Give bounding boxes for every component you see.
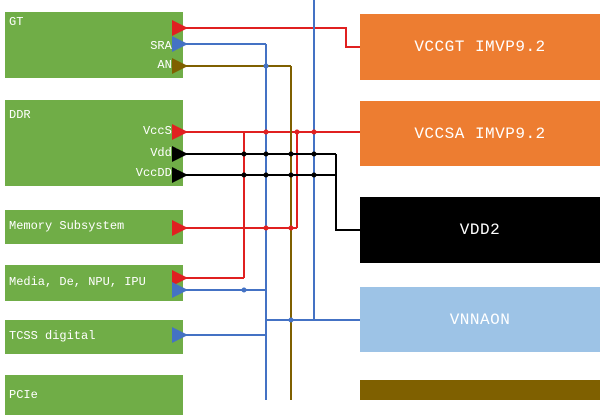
junction-dot bbox=[288, 317, 294, 323]
junction-dot bbox=[241, 287, 247, 293]
wire-vnnaon-tcss bbox=[186, 319, 314, 336]
block-memory-subsystem: Memory Subsystem bbox=[5, 210, 183, 244]
block-gt-title: GT bbox=[9, 15, 24, 29]
rail-vccgt-label: VCCGT IMVP9.2 bbox=[414, 38, 546, 56]
block-ddr: DDR VccSA Vdd2 VccDDq bbox=[5, 100, 183, 186]
wire-vccgt bbox=[172, 20, 360, 48]
rail-vnnaon-label: VNNAON bbox=[449, 310, 511, 329]
junction-dot bbox=[311, 172, 317, 178]
pin-sram-label: SRAM bbox=[150, 39, 179, 53]
rail-vccsa: VCCSA IMVP9.2 bbox=[360, 101, 600, 166]
rail-vccgt: VCCGT IMVP9.2 bbox=[360, 14, 600, 80]
pin-vccddq-label: VccDDq bbox=[135, 166, 179, 180]
junction-dots bbox=[241, 63, 317, 323]
junction-dot bbox=[311, 151, 317, 157]
rail-vnnaon: VNNAON bbox=[360, 287, 600, 352]
block-tcss: TCSS digital bbox=[5, 320, 183, 354]
rail-vccsa-label: VCCSA IMVP9.2 bbox=[414, 124, 546, 143]
block-ddr-title: DDR bbox=[9, 108, 31, 122]
block-memory-title: Memory Subsystem bbox=[9, 219, 125, 233]
pin-vccsa-label: VccSA bbox=[142, 124, 179, 138]
junction-dot bbox=[263, 225, 269, 231]
wiring-diagram bbox=[172, 0, 360, 400]
block-tcss-title: TCSS digital bbox=[9, 329, 96, 343]
block-media: Media, De, NPU, IPU bbox=[5, 265, 183, 301]
junction-dot bbox=[241, 151, 247, 157]
rail-bottom bbox=[360, 380, 600, 400]
junction-dot bbox=[288, 225, 294, 231]
junction-dot bbox=[241, 172, 247, 178]
junction-dot bbox=[263, 129, 269, 135]
junction-dot bbox=[263, 63, 269, 69]
wire-vdd2-trunk bbox=[335, 154, 360, 231]
rail-vdd2: VDD2 bbox=[360, 197, 600, 263]
rail-vdd2-label: VDD2 bbox=[459, 221, 501, 239]
pin-vdd2-label: Vdd2 bbox=[150, 146, 179, 160]
junction-dot bbox=[294, 129, 300, 135]
junction-dot bbox=[311, 129, 317, 135]
junction-dot bbox=[288, 151, 294, 157]
block-pcie-title: PCIe bbox=[9, 388, 38, 402]
block-gt: GT SRAM ANA bbox=[5, 12, 183, 78]
junction-dot bbox=[263, 172, 269, 178]
block-media-title: Media, De, NPU, IPU bbox=[9, 275, 146, 289]
junction-dot bbox=[288, 172, 294, 178]
junction-dot bbox=[263, 151, 269, 157]
